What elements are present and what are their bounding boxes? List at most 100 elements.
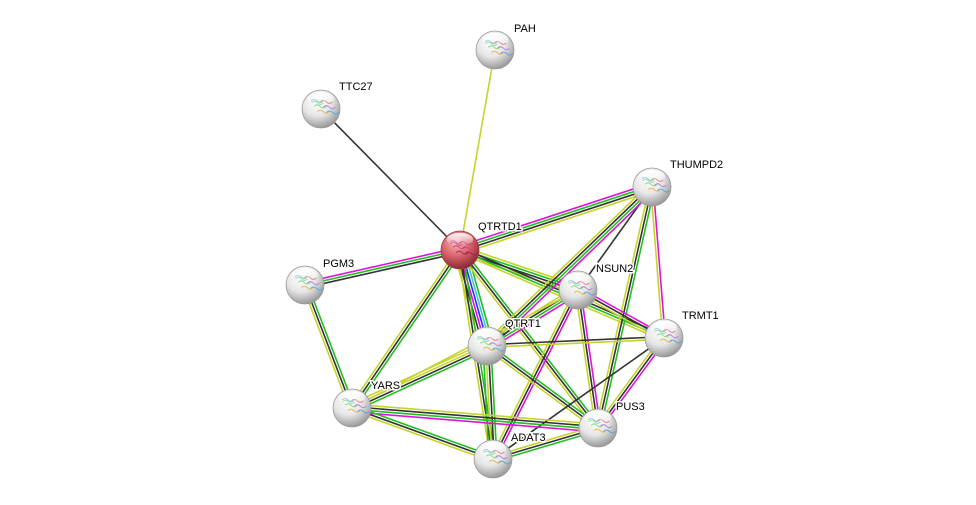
edge-line-experiments bbox=[494, 290, 582, 461]
node-label: QTRTD1 bbox=[478, 221, 522, 233]
node-label: TTC27 bbox=[339, 81, 373, 93]
edge-line-database bbox=[353, 251, 463, 410]
edge-line-coexpression bbox=[486, 345, 599, 429]
node-label: YARS bbox=[371, 380, 400, 392]
edge-yars-pus3[interactable] bbox=[351, 403, 599, 433]
edge-line-textmining bbox=[351, 344, 487, 408]
node-nsun2[interactable]: NSUN2 bbox=[558, 262, 635, 310]
edge-line-textmining bbox=[484, 347, 597, 431]
node-highlight bbox=[564, 272, 592, 287]
edge-line-database bbox=[306, 283, 356, 408]
edge-qtrtd1-pus3[interactable] bbox=[457, 247, 601, 431]
node-highlight bbox=[584, 410, 612, 425]
node-label: PGM3 bbox=[323, 258, 354, 270]
edge-line-database bbox=[461, 247, 601, 427]
edge-qtrtd1-ttc27[interactable] bbox=[320, 108, 461, 251]
edge-line-experiments bbox=[351, 411, 598, 433]
edge-line-coexpression bbox=[320, 108, 461, 251]
edge-line-textmining bbox=[594, 186, 651, 428]
edge-line-coexpression bbox=[351, 249, 461, 409]
edge-line-database bbox=[487, 187, 654, 348]
node-highlight bbox=[473, 328, 501, 343]
node-highlight bbox=[291, 267, 319, 282]
edge-line-coexpression bbox=[351, 407, 494, 460]
edge-line-textmining bbox=[649, 187, 664, 339]
edge-qtrtd1-yars[interactable] bbox=[349, 248, 463, 410]
edge-line-coexpression bbox=[305, 251, 461, 289]
edge-qtrtd1-pah[interactable] bbox=[459, 49, 496, 251]
edge-line-textmining bbox=[457, 251, 597, 431]
edge-qtrtd1-pgm3[interactable] bbox=[304, 246, 461, 289]
edge-line-textmining bbox=[301, 285, 351, 410]
edge-qtrt1-yars[interactable] bbox=[350, 341, 489, 413]
node-label: QTRT1 bbox=[505, 318, 541, 330]
edge-line-coexpression bbox=[460, 187, 653, 252]
edge-line-coexpression bbox=[492, 289, 579, 460]
edge-line-database bbox=[352, 404, 495, 458]
edge-qtrt1-pus3[interactable] bbox=[484, 343, 601, 431]
edge-pgm3-yars[interactable] bbox=[301, 283, 356, 410]
edge-line-coexpression bbox=[577, 289, 599, 429]
node-pus3[interactable]: PUS3 bbox=[578, 400, 646, 448]
edge-line-experiments bbox=[304, 246, 460, 284]
node-pah[interactable]: PAH bbox=[475, 22, 537, 70]
edge-line-textmining bbox=[350, 409, 493, 463]
edge-line-coexpression bbox=[304, 284, 353, 409]
node-label: TRMT1 bbox=[682, 310, 719, 322]
edge-qtrt1-trmt1[interactable] bbox=[486, 335, 665, 349]
node-highlight bbox=[650, 320, 678, 335]
edge-line-textmining bbox=[483, 183, 650, 344]
node-qtrt1[interactable]: QTRT1 bbox=[467, 317, 542, 366]
edge-trmt1-adat3[interactable] bbox=[492, 337, 665, 460]
edge-thumpd2-pus3[interactable] bbox=[594, 186, 656, 429]
node-qtrtd1[interactable]: QTRTD1 bbox=[440, 220, 523, 270]
edge-line-textmining bbox=[459, 49, 496, 251]
edges-layer bbox=[301, 49, 667, 463]
edge-line-database bbox=[459, 185, 652, 250]
edge-line-experiments bbox=[579, 289, 602, 428]
node-highlight bbox=[338, 390, 366, 405]
node-yars[interactable]: YARS bbox=[332, 379, 402, 428]
node-label: THUMPD2 bbox=[670, 159, 723, 171]
node-ttc27[interactable]: TTC27 bbox=[301, 80, 374, 129]
node-highlight bbox=[446, 232, 474, 247]
edge-line-database bbox=[351, 408, 598, 431]
edge-line-textmining bbox=[349, 248, 459, 407]
edge-line-database bbox=[599, 187, 656, 429]
edge-line-textmining bbox=[460, 189, 654, 255]
node-pgm3[interactable]: PGM3 bbox=[285, 257, 356, 305]
edge-line-textmining bbox=[351, 289, 579, 409]
edge-line-database bbox=[353, 348, 489, 413]
node-label: ADAT3 bbox=[511, 432, 546, 444]
edge-thumpd2-trmt1[interactable] bbox=[649, 186, 667, 339]
node-thumpd2[interactable]: THUMPD2 bbox=[632, 158, 725, 207]
edge-line-coexpression bbox=[486, 335, 664, 346]
edge-line-textmining bbox=[350, 341, 486, 406]
edge-line-experiments bbox=[458, 182, 652, 248]
node-trmt1[interactable]: TRMT1 bbox=[644, 309, 720, 358]
edge-line-textmining bbox=[489, 288, 577, 459]
edge-line-textmining bbox=[574, 290, 597, 429]
edge-line-coexpression bbox=[352, 405, 599, 428]
node-label: NSUN2 bbox=[596, 263, 633, 275]
edge-line-database bbox=[304, 249, 461, 286]
edge-line-textmining bbox=[460, 245, 580, 288]
edge-qtrtd1-thumpd2[interactable] bbox=[458, 182, 654, 255]
node-highlight bbox=[481, 32, 509, 47]
edge-line-database bbox=[488, 343, 601, 427]
edge-line-coexpression bbox=[492, 337, 665, 460]
node-highlight bbox=[479, 441, 507, 456]
edge-yars-adat3[interactable] bbox=[350, 404, 495, 463]
edge-nsun2-yars[interactable] bbox=[351, 289, 579, 409]
node-label: PUS3 bbox=[616, 401, 645, 413]
edge-line-experiments bbox=[652, 186, 667, 338]
node-label: PAH bbox=[514, 23, 536, 35]
edge-nsun2-adat3[interactable] bbox=[489, 288, 582, 461]
node-highlight bbox=[638, 169, 666, 184]
edge-line-coexpression bbox=[597, 186, 653, 429]
node-adat3[interactable]: ADAT3 bbox=[473, 431, 547, 479]
edge-line-textmining bbox=[487, 338, 665, 349]
edge-nsun2-pus3[interactable] bbox=[574, 289, 602, 429]
